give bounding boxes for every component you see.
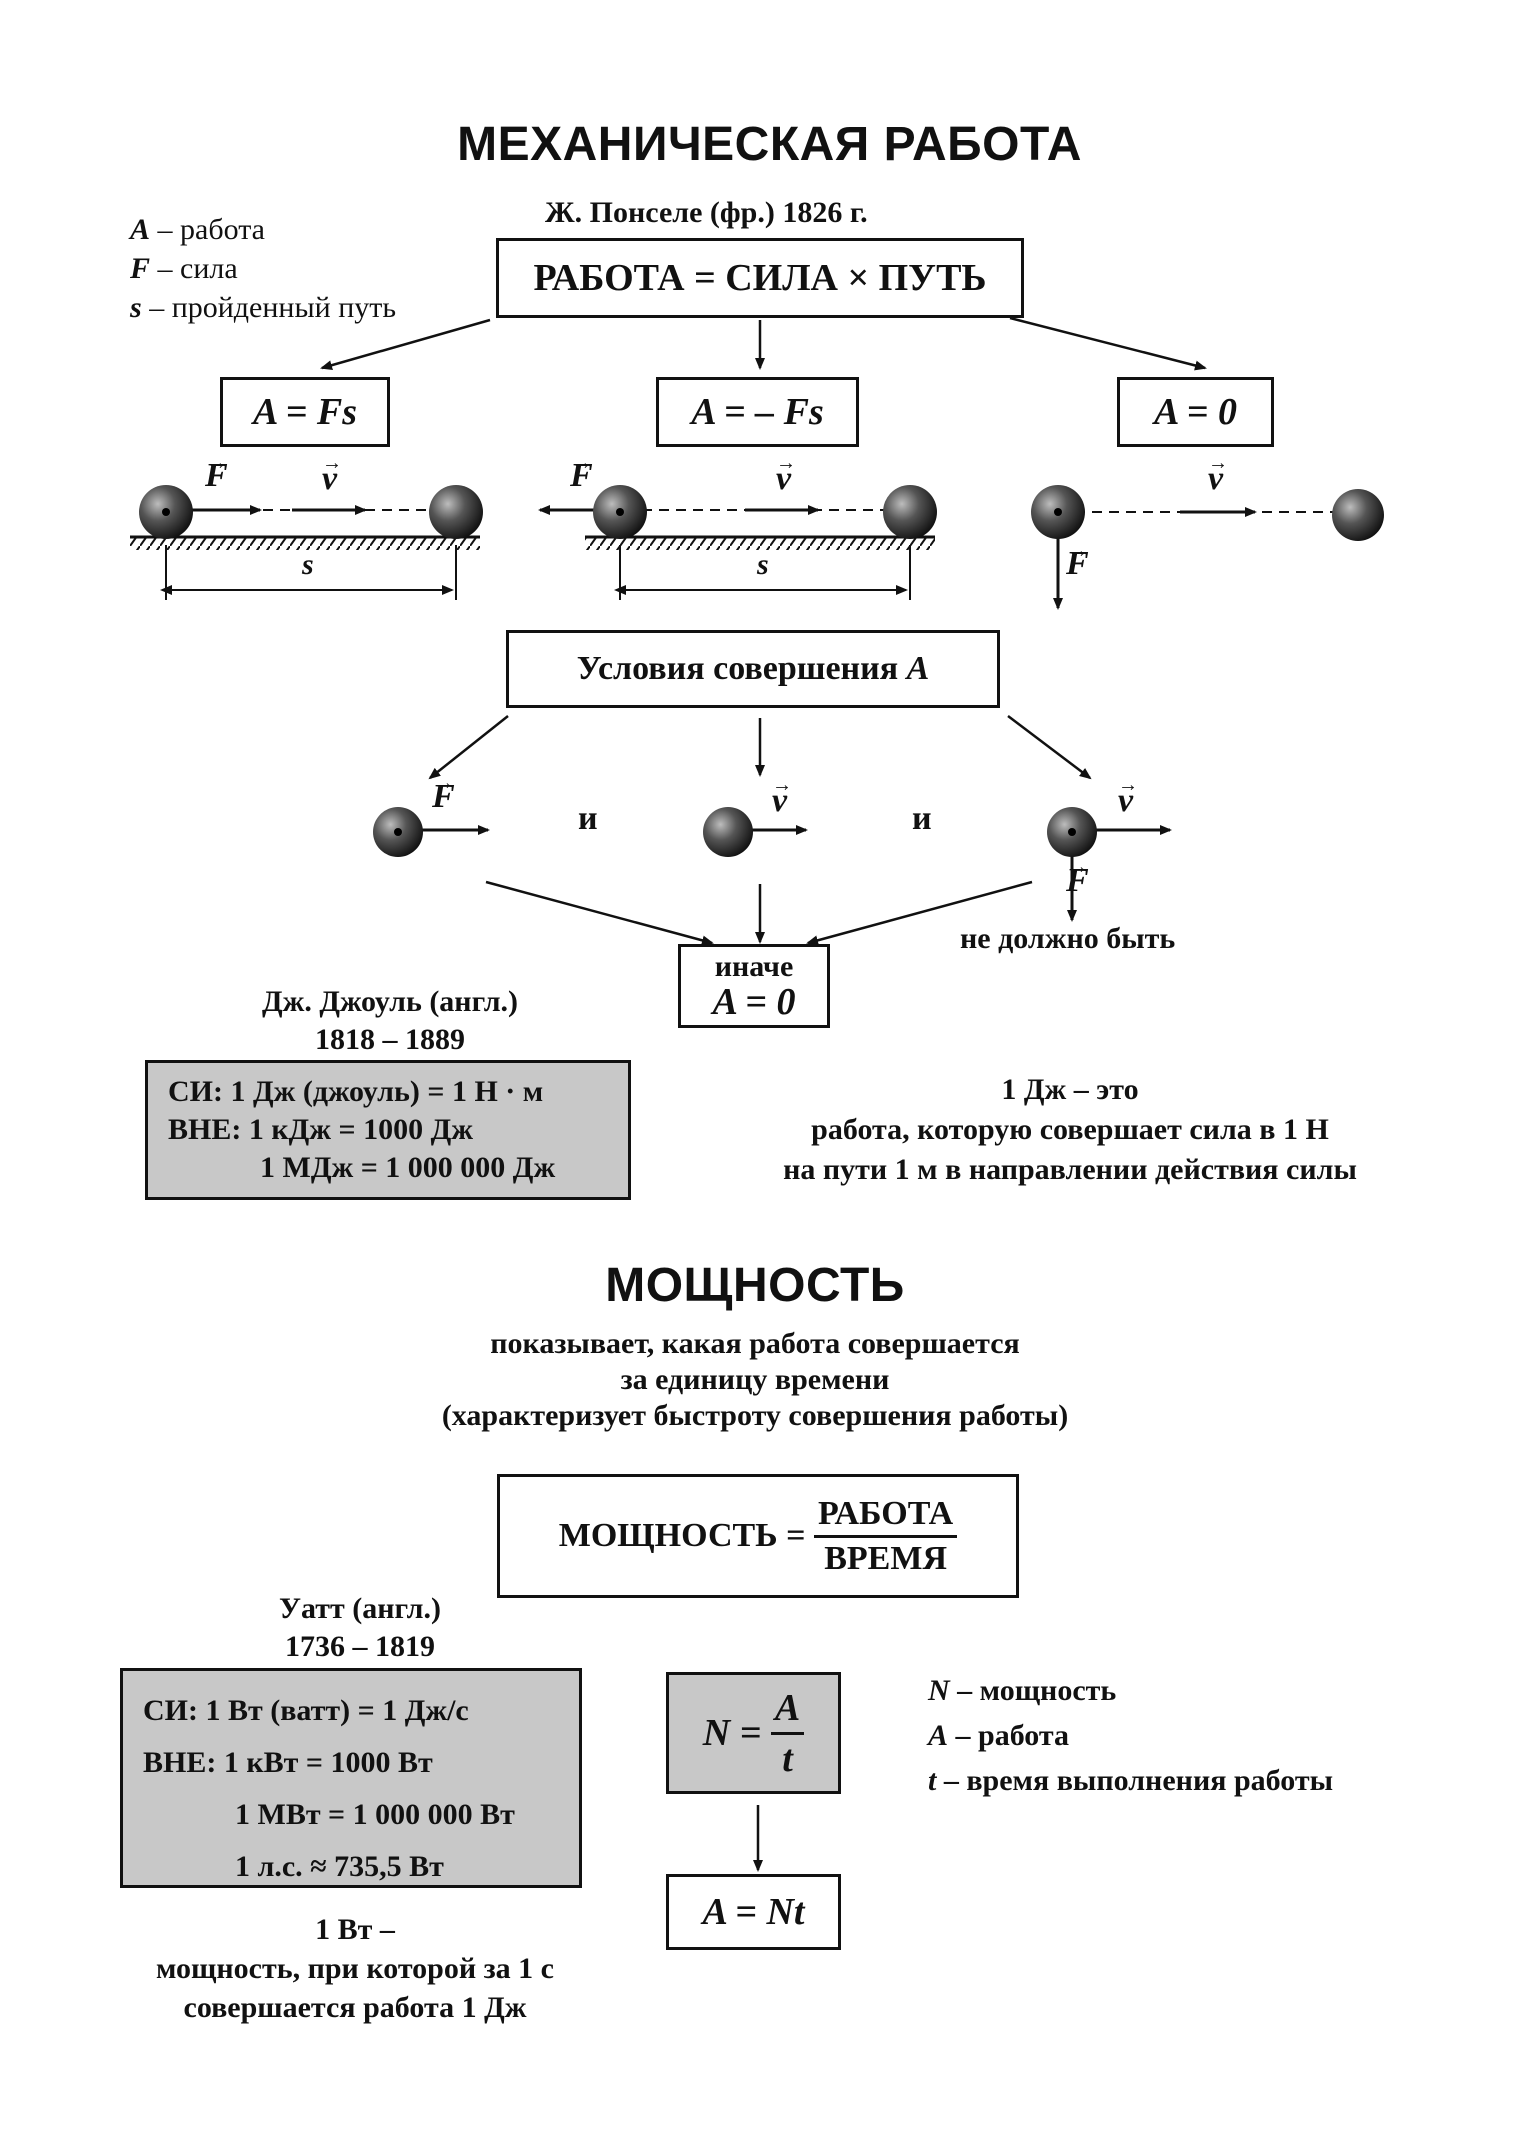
n-formula-box: N = A t: [666, 1672, 841, 1794]
case2-distance-label: s: [757, 548, 769, 581]
vector-arrow-glyph: →: [1118, 774, 1138, 796]
legend-row-t: t – время выполнения работы: [928, 1764, 1334, 1797]
case1-distance-label: s: [302, 548, 314, 581]
case1-velocity-label: v: [322, 460, 338, 497]
n-fraction: A t: [770, 1686, 805, 1781]
joule-definition: 1 Дж – это работа, которую совершает сил…: [783, 1073, 1357, 1186]
case1-formula: A = Fs: [220, 377, 390, 447]
case2-velocity-label: v: [776, 460, 792, 497]
flow-arrows-conditions: [428, 715, 1092, 780]
legend-row-f: F – сила: [130, 252, 238, 285]
case3-formula: A = 0: [1117, 377, 1274, 447]
a-formula-box: A = Nt: [666, 1874, 841, 1950]
case1-force-label: F: [205, 457, 228, 494]
power-units-box: СИ: 1 Вт (ватт) = 1 Дж/с ВНЕ: 1 кВт = 10…: [120, 1668, 582, 1888]
work-units-box: СИ: 1 Дж (джоуль) = 1 Н · м ВНЕ: 1 кДж =…: [145, 1060, 631, 1200]
ball-end: [1332, 489, 1384, 541]
vector-arrow-glyph: →: [1208, 452, 1228, 474]
case3-illustration: [1031, 485, 1384, 610]
ball-end: [429, 485, 483, 539]
case2-illustration: [538, 485, 937, 600]
power-fraction: РАБОТА ВРЕМЯ: [814, 1495, 958, 1578]
ball-end: [883, 485, 937, 539]
work-heading: МЕХАНИЧЕСКАЯ РАБОТА: [457, 118, 1082, 171]
flow-arrows-otherwise: [485, 880, 1033, 946]
vector-arrow-glyph: →: [434, 772, 454, 794]
cond-velocity2-label: v: [1118, 782, 1134, 819]
cond-force2-label: F: [1066, 862, 1089, 899]
flow-arrows-top: [320, 316, 1207, 371]
vector-arrow-glyph: →: [572, 452, 592, 474]
cond-velocity-label: v: [772, 782, 788, 819]
and-2: и: [912, 800, 932, 837]
conditions-box: Условия совершения A: [506, 630, 1000, 708]
joule-info: Дж. Джоуль (англ.) 1818 – 1889: [261, 985, 519, 1056]
vector-arrow-glyph: →: [1068, 856, 1088, 878]
not-allowed-note: не должно быть: [960, 922, 1176, 955]
work-author: Ж. Понселе (фр.) 1826 г.: [545, 196, 868, 229]
main-formula-box: РАБОТА = СИЛА × ПУТЬ: [496, 238, 1024, 318]
case3-force-label: F: [1066, 545, 1089, 582]
power-heading: МОЩНОСТЬ: [605, 1259, 905, 1312]
case3-velocity-label: v: [1208, 460, 1224, 497]
power-formula-box: МОЩНОСТЬ = РАБОТА ВРЕМЯ: [497, 1474, 1019, 1598]
work-legend: A – работа F – сила s – пройденный путь: [130, 210, 396, 327]
vector-arrow-glyph: →: [776, 452, 796, 474]
power-description: показывает, какая работа совершается за …: [441, 1327, 1069, 1432]
watt-info: Уатт (англ.) 1736 – 1819: [279, 1592, 441, 1663]
legend-row-a: A – работа: [928, 1719, 1070, 1752]
vector-arrow-glyph: →: [207, 452, 227, 474]
otherwise-box: иначе A = 0: [678, 944, 830, 1028]
and-1: и: [578, 800, 598, 837]
legend-row-a: A – работа: [130, 213, 265, 246]
case2-force-label: F: [570, 457, 593, 494]
cond-force-label: F: [432, 778, 455, 815]
vector-arrow-glyph: →: [1068, 540, 1088, 562]
vector-arrow-glyph: →: [772, 774, 792, 796]
vector-arrow-glyph: →: [322, 452, 342, 474]
conditions-illustration: [373, 807, 1172, 922]
legend-row-s: s – пройденный путь: [130, 291, 397, 324]
watt-definition: 1 Вт – мощность, при которой за 1 с сове…: [156, 1913, 554, 2024]
legend-row-n: N – мощность: [928, 1674, 1117, 1707]
power-legend: N – мощность A – работа t – время выполн…: [928, 1668, 1333, 1803]
case1-illustration: [130, 485, 483, 600]
case2-formula: A = – Fs: [656, 377, 859, 447]
